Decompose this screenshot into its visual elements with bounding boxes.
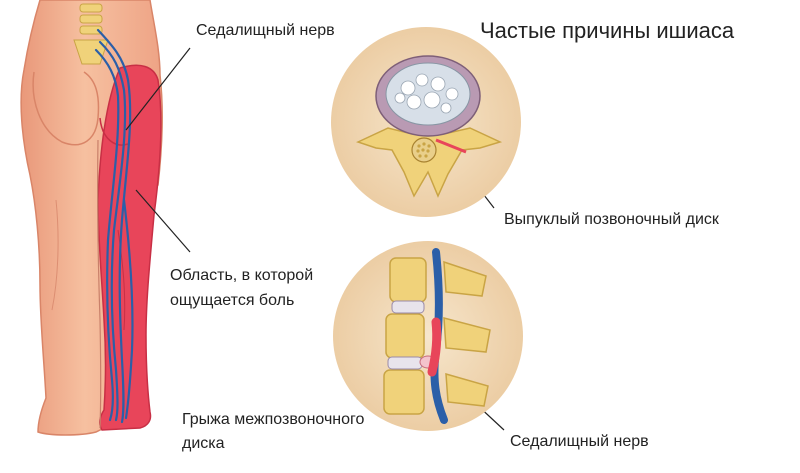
disc-texture xyxy=(394,73,459,114)
label-sciatic-nerve-top: Седалищный нерв xyxy=(196,22,335,39)
label-pain-area-line2: ощущается боль xyxy=(170,292,295,309)
page-title: Частые причины ишиаса xyxy=(480,18,735,43)
sciatic-nerve-body xyxy=(94,28,134,424)
spinal-cord-texture xyxy=(416,142,431,158)
label-pain-area-line1: Область, в которой xyxy=(170,267,314,284)
label-bulging-disc: Выпуклый позвоночный диск xyxy=(504,211,719,228)
circle-background xyxy=(333,241,523,431)
label-sciatic-nerve-bottom: Седалищный нерв xyxy=(510,433,649,450)
nerve-root xyxy=(435,138,467,154)
label-herniated-disc-line1: Грыжа межпозвоночного xyxy=(182,411,365,428)
body-figure xyxy=(20,0,163,436)
inflamed-nerve xyxy=(427,317,442,377)
muscle-line xyxy=(51,199,59,311)
label-herniated-disc-line2: диска xyxy=(182,435,225,452)
vertebral-bodies xyxy=(383,257,427,415)
spine-vertebrae xyxy=(73,3,109,65)
bulging-disc-illustration xyxy=(331,27,521,217)
intervertebral-discs xyxy=(387,300,425,370)
herniated-disc-illustration xyxy=(333,241,523,431)
spinous-processes xyxy=(443,260,491,407)
right-buttock xyxy=(99,117,129,146)
leg-gap xyxy=(97,139,102,429)
left-buttock xyxy=(32,71,100,146)
